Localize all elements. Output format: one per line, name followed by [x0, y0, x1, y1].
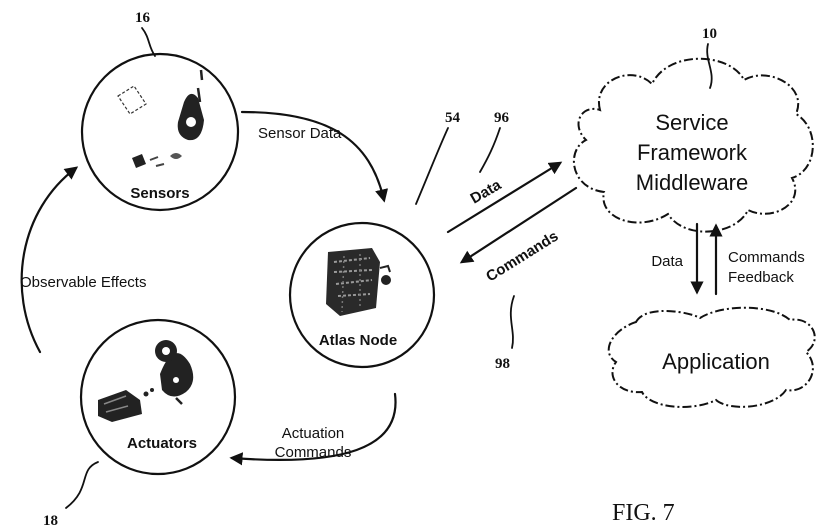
actuators-ref-leader: [65, 461, 99, 509]
application-label: Application: [662, 349, 770, 374]
commands-down-ref-number: 98: [495, 356, 510, 372]
observable-effects-arrow: [20, 166, 79, 354]
commands-down-label: Commands: [483, 228, 561, 286]
commands-down-ref-leader: [509, 295, 515, 349]
actuation-commands-label-line-2: Commands: [275, 444, 352, 461]
sensors-circle: [80, 52, 240, 212]
actuators-label: Actuators: [127, 435, 197, 452]
data-down-label: Data: [651, 253, 683, 270]
observable-effects-label: Observable Effects: [20, 274, 146, 291]
actuators-ref-number: 18: [43, 513, 58, 529]
data-up-ref-number: 96: [494, 110, 510, 126]
middleware-ref-leader: [706, 43, 713, 89]
data-up-label: Data: [468, 176, 505, 207]
sensors-ref-leader: [141, 27, 156, 57]
actuators-image: [98, 340, 194, 422]
atlas-ref-leader: [415, 127, 449, 205]
middleware-line-2: Framework: [637, 140, 748, 165]
atlas-node-label: Atlas Node: [319, 332, 397, 349]
data-up-arrow: [446, 161, 563, 234]
actuators-node: Actuators: [79, 318, 237, 476]
figure-label: FIG. 7: [612, 500, 675, 526]
middleware-cloud-outline: [572, 57, 814, 233]
middleware-line-1: Service: [655, 110, 728, 135]
application-cloud: Application: [607, 306, 816, 408]
sensors-node: Sensors: [80, 52, 240, 212]
sensors-image: [117, 69, 204, 168]
actuation-commands-label-line-1: Actuation: [282, 425, 345, 442]
middleware-line-3: Middleware: [636, 170, 749, 195]
atlas-ref-number: 54: [445, 110, 461, 126]
commands-feedback-label-line-2: Feedback: [728, 269, 794, 286]
data-up-ref-leader: [479, 127, 501, 173]
commands-down-arrow: [459, 186, 578, 264]
application-cloud-outline: [607, 306, 816, 408]
atlas-node-image: [326, 248, 391, 316]
sensors-label: Sensors: [130, 185, 189, 202]
atlas-circle: [288, 221, 436, 369]
middleware-cloud: Service Framework Middleware: [572, 57, 814, 233]
actuators-circle: [79, 318, 237, 476]
sensor-data-label: Sensor Data: [258, 125, 342, 142]
commands-feedback-label-line-1: Commands: [728, 249, 805, 266]
actuation-commands-arrow: [229, 392, 397, 466]
sensor-data-arrow: [240, 110, 389, 203]
middleware-ref-number: 10: [702, 26, 717, 42]
sensors-ref-number: 16: [135, 10, 151, 26]
atlas-node: Atlas Node: [288, 221, 436, 369]
